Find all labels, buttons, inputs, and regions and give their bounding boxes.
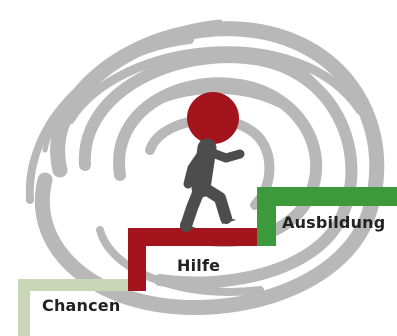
step-label-hilfe: Hilfe xyxy=(177,256,220,275)
step-label-ausbildung: Ausbildung xyxy=(282,213,385,232)
step-label-chancen: Chancen xyxy=(42,296,120,315)
walking-person-icon xyxy=(180,92,240,230)
figure-head xyxy=(187,92,239,144)
